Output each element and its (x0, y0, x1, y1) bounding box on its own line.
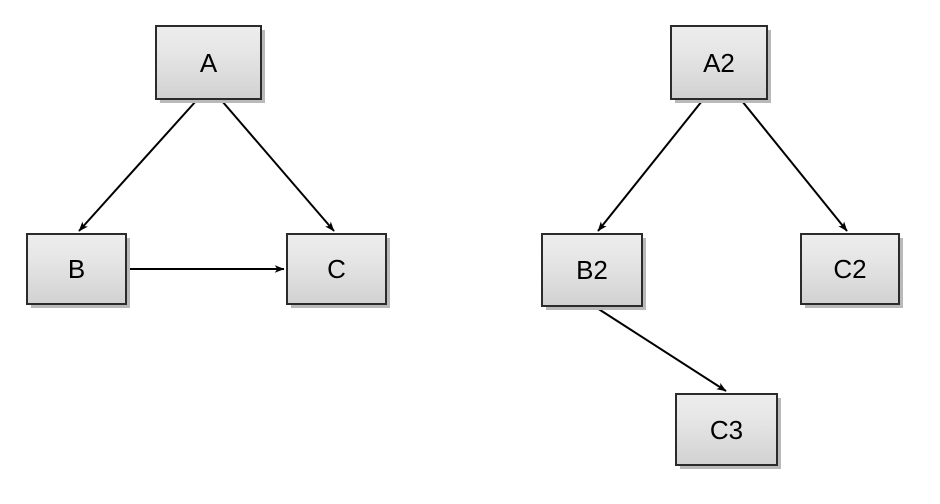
node-b[interactable]: B (26, 233, 127, 305)
node-label-c3: C3 (709, 414, 744, 445)
node-label-c: C (327, 254, 346, 284)
edges-group (78, 100, 848, 392)
node-c[interactable]: C (286, 233, 387, 305)
node-label-b: B (67, 254, 86, 284)
node-a2[interactable]: A2 (670, 25, 768, 100)
node-a[interactable]: A (155, 25, 262, 100)
edge-a-to-c[interactable] (221, 100, 335, 232)
edge-a2-to-c2[interactable] (741, 100, 848, 232)
node-label-c2: C2 (833, 254, 867, 284)
node-label-b2: B2 (576, 255, 608, 285)
edge-a-to-b[interactable] (78, 100, 197, 232)
node-c3[interactable]: C3 (675, 393, 778, 466)
node-label-a: A (199, 47, 218, 78)
edge-a2-to-b2[interactable] (597, 100, 703, 232)
node-c2[interactable]: C2 (800, 233, 900, 305)
edge-b2-to-c3[interactable] (596, 307, 727, 392)
node-b2[interactable]: B2 (541, 233, 643, 307)
node-label-a2: A2 (703, 47, 735, 78)
